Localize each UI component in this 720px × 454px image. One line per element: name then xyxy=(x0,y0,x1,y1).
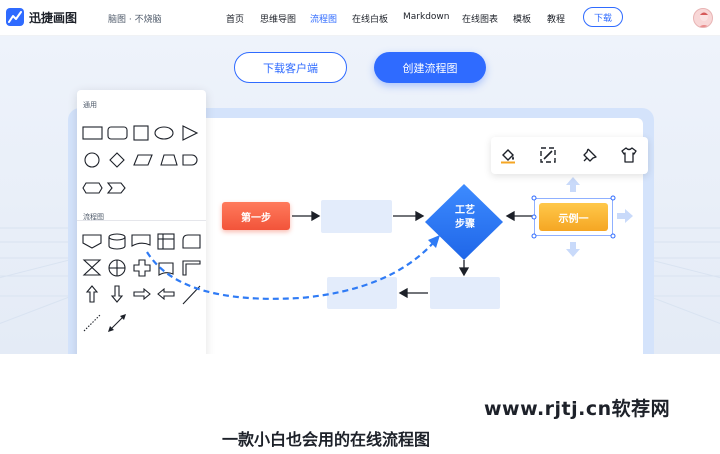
logo-icon xyxy=(6,8,24,26)
nav-item-flowchart[interactable]: 流程图 xyxy=(310,15,338,25)
dotted-line-shape-icon[interactable] xyxy=(83,314,101,332)
nav-item-charts[interactable]: 在线图表 xyxy=(462,15,499,25)
node-style-toolbar xyxy=(491,137,648,174)
download-client-button[interactable]: 下载客户端 xyxy=(234,52,347,83)
shirt-icon[interactable] xyxy=(620,146,638,164)
nav-item-markdown[interactable]: Markdown xyxy=(403,12,450,22)
pin-icon[interactable] xyxy=(581,146,599,164)
panel-general-title: 通用 xyxy=(83,101,97,109)
arrow-up-shape-icon[interactable] xyxy=(85,285,99,303)
arrow-down-shape-icon[interactable] xyxy=(110,285,124,303)
triangle-shape-icon[interactable] xyxy=(182,125,199,141)
line-shape-icon[interactable] xyxy=(182,285,201,305)
site-watermark: www.rjtj.cn软荐网 xyxy=(484,398,671,420)
arrow-left-shape-icon[interactable] xyxy=(157,287,175,301)
placeholder-node-2[interactable] xyxy=(327,277,397,309)
top-nav-bar: 迅捷画图 脑图 · 不烧脑 首页 思维导图 流程图 在线白板 Markdown … xyxy=(0,0,720,36)
plus-shape-icon[interactable] xyxy=(133,259,151,277)
panel-flowchart-title: 流程图 xyxy=(83,213,104,221)
multi-document-shape-icon[interactable] xyxy=(158,262,174,276)
corner-shape-icon[interactable] xyxy=(182,260,201,276)
arrow-right-shape-icon[interactable] xyxy=(133,287,151,301)
link-style-icon[interactable] xyxy=(539,146,557,164)
tagline-caption: 一款小白也会用的在线流程图 xyxy=(222,430,431,449)
download-button[interactable]: 下载 xyxy=(583,7,623,27)
document-shape-icon[interactable] xyxy=(131,234,151,247)
avatar-icon xyxy=(699,12,709,27)
collate-shape-icon[interactable] xyxy=(82,259,102,276)
placeholder-node-3[interactable] xyxy=(430,277,500,309)
database-shape-icon[interactable] xyxy=(108,233,126,250)
footer-area xyxy=(0,354,720,454)
nav-item-whiteboard[interactable]: 在线白板 xyxy=(352,15,389,25)
decision-label-line1: 工艺 xyxy=(455,205,475,216)
manual-input-shape-icon[interactable] xyxy=(182,234,201,249)
internal-storage-shape-icon[interactable] xyxy=(157,233,175,250)
circle-shape-icon[interactable] xyxy=(84,152,100,168)
fill-icon[interactable] xyxy=(499,146,517,164)
rounded-rect-shape-icon[interactable] xyxy=(107,126,128,140)
nav-item-templates[interactable]: 模板 xyxy=(513,15,532,25)
nav-item-tutorials[interactable]: 教程 xyxy=(547,15,566,25)
main-nav: 首页 思维导图 流程图 在线白板 Markdown 在线图表 模板 教程 xyxy=(226,12,577,25)
square-shape-icon[interactable] xyxy=(133,125,149,141)
offpage-shape-icon[interactable] xyxy=(82,234,102,249)
shape-panel: 通用 流程图 xyxy=(77,90,206,362)
nav-item-home[interactable]: 首页 xyxy=(226,15,245,25)
app-slogan: 脑图 · 不烧脑 xyxy=(108,15,162,25)
app-name: 迅捷画图 xyxy=(29,10,78,25)
rectangle-shape-icon[interactable] xyxy=(82,126,103,140)
user-avatar[interactable] xyxy=(693,8,713,28)
summing-junction-shape-icon[interactable] xyxy=(108,259,126,277)
delay-shape-icon[interactable] xyxy=(182,154,198,166)
flow-node-example[interactable]: 示例一 xyxy=(539,203,608,231)
app-logo[interactable]: 迅捷画图 xyxy=(6,8,77,26)
panel-divider xyxy=(77,220,206,221)
ellipse-shape-icon[interactable] xyxy=(154,126,174,140)
create-flowchart-button[interactable]: 创建流程图 xyxy=(374,52,486,83)
diamond-shape-icon[interactable] xyxy=(109,152,125,168)
hexagon-shape-icon[interactable] xyxy=(82,182,103,194)
decision-label-line2: 步骤 xyxy=(455,219,475,230)
trapezoid-shape-icon[interactable] xyxy=(160,154,178,166)
general-shapes xyxy=(82,125,199,194)
flow-node-start[interactable]: 第一步 xyxy=(222,202,290,230)
flowchart-shapes xyxy=(82,233,201,332)
parallelogram-shape-icon[interactable] xyxy=(133,154,153,166)
nav-item-mindmap[interactable]: 思维导图 xyxy=(260,15,297,25)
double-arrow-shape-icon[interactable] xyxy=(108,314,126,332)
placeholder-node-1[interactable] xyxy=(321,200,392,233)
chevron-shape-icon[interactable] xyxy=(106,182,126,194)
decision-label: 工艺 步骤 xyxy=(440,204,490,232)
